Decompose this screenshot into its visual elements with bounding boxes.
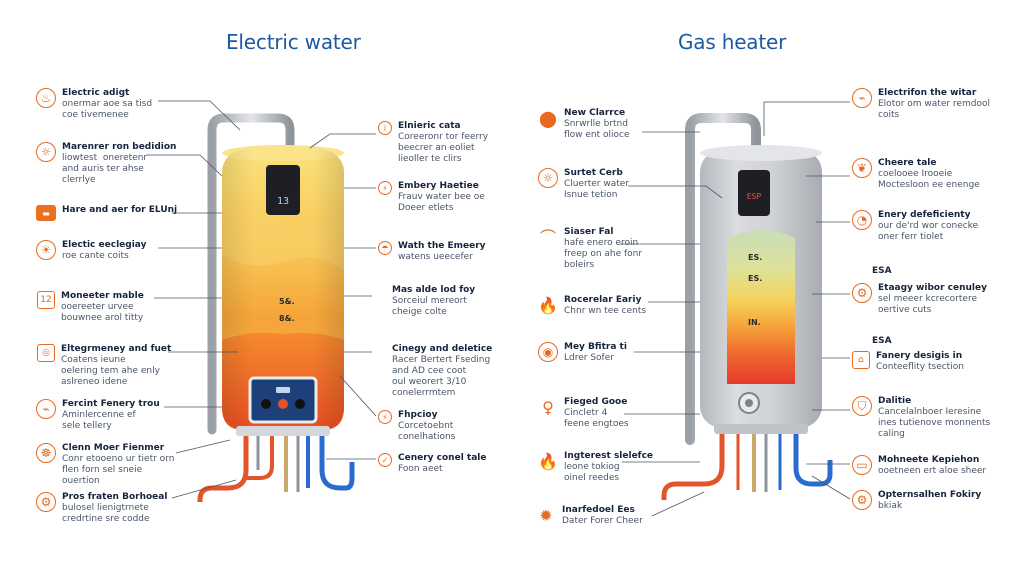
gas-display-readout: ESP [747, 192, 762, 201]
location-pin-icon: ⬤ [539, 108, 557, 128]
gas-band-label: IN. [748, 318, 761, 327]
bolt-icon: ⚡ [378, 410, 392, 424]
leaf-icon: ❦ [852, 158, 872, 178]
water-icon: ☂ [378, 241, 392, 255]
bulb-icon: ☀ [36, 240, 56, 260]
flame-icon: 🔥 [538, 295, 558, 315]
gas-title: Gas heater [678, 30, 787, 54]
gas-heater: ESP [661, 113, 833, 500]
fire-icon: 🔥 [538, 451, 558, 471]
meter-icon: 12 [37, 291, 55, 309]
electric-leader-lines [146, 100, 377, 499]
electric-tank-label: 5&. [279, 297, 295, 306]
electric-cold-pipe [306, 436, 355, 491]
gas-cold-pipe [778, 434, 833, 490]
electric-heater: 13 [197, 113, 355, 502]
fan-icon: ☸ [36, 443, 56, 463]
energy-icon: ⚡ [378, 181, 392, 195]
electric-tank-label: 8&. [279, 314, 295, 323]
plug-icon: ⌁ [852, 88, 872, 108]
gas-leader-lines [620, 101, 851, 517]
electric-callout: ▬ Hare and aer for ELUnj [36, 205, 177, 221]
burner-icon: ⚙ [852, 283, 872, 303]
pump-icon: ⚙ [36, 492, 56, 512]
info-icon: i [378, 121, 392, 135]
gas-callout: ESA [872, 266, 892, 276]
gas-top-pipe [685, 113, 761, 445]
electric-hot-pipe [197, 436, 274, 502]
box-icon: ▭ [852, 455, 872, 475]
burner-icon: ✹ [539, 505, 553, 525]
thermostat-icon: ☼ [36, 142, 56, 162]
sun-icon: ☼ [538, 168, 558, 188]
tap-icon: ⌒ [539, 227, 556, 247]
gas-display-panel [738, 170, 770, 216]
check-icon: ✓ [378, 453, 392, 467]
electric-display-readout: 13 [277, 196, 289, 207]
gas-hot-pipe [661, 434, 740, 500]
gas-callout: ESA [872, 336, 892, 346]
shield-icon: ⛉ [852, 396, 872, 416]
gas-band-label: ES. [748, 274, 763, 283]
gear-icon: ⚙ [852, 490, 872, 510]
battery-icon: ▬ [36, 205, 56, 221]
gas-band-label: ES. [748, 253, 763, 262]
dial-icon: ◉ [538, 342, 558, 362]
electric-title: Electric water [226, 30, 361, 54]
gauge-icon: ◎ [37, 344, 55, 362]
house-icon: ⌂ [852, 351, 870, 369]
plug-icon: ⌁ [36, 399, 56, 419]
electric-display-panel [266, 165, 300, 215]
flame-circle-icon: ♨ [36, 88, 56, 108]
gauge-icon: ◔ [852, 210, 872, 230]
electric-top-pipe [207, 113, 295, 435]
gas-temperature-bands [727, 230, 795, 384]
bulb-icon: ♀ [542, 397, 554, 417]
